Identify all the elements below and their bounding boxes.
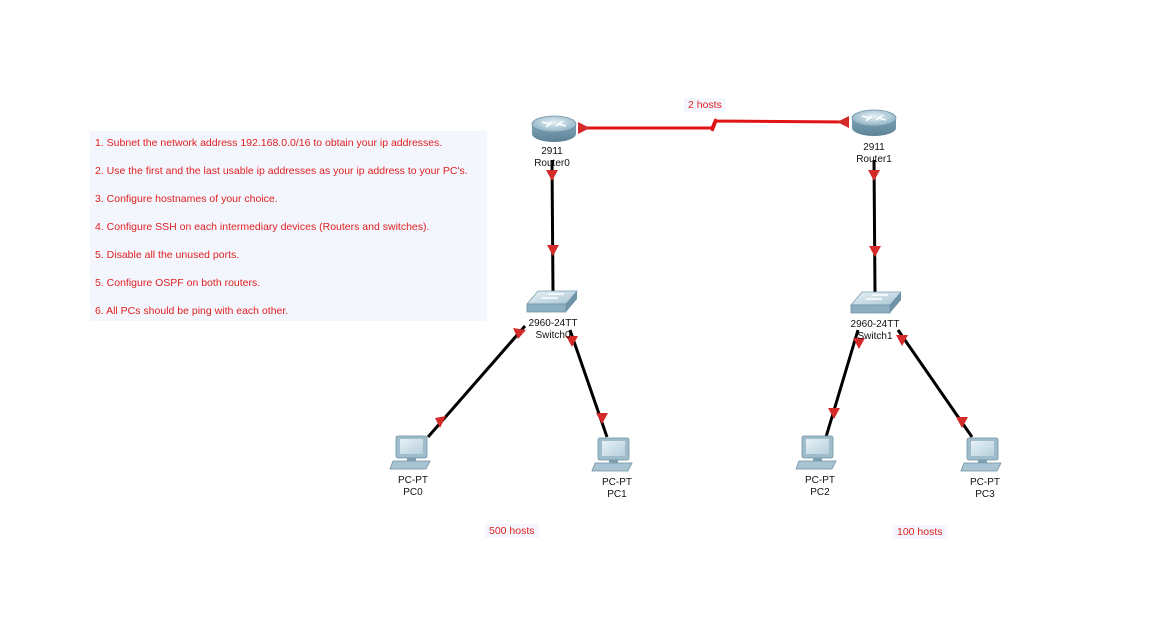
port-marker (868, 170, 880, 181)
instruction-line: 6. All PCs should be ping with each othe… (95, 305, 289, 317)
switch1-name: Switch1 (857, 331, 893, 342)
port-marker (566, 336, 578, 347)
pc0-label: PC-PT PC0 (388, 475, 438, 499)
router1-label: 2911 Router1 (846, 142, 902, 166)
port-marker (956, 417, 968, 428)
wan-hosts-note[interactable]: 2 hosts (684, 98, 726, 112)
pc1-name: PC1 (607, 489, 627, 500)
router0-name: Router0 (534, 158, 570, 169)
port-marker (837, 116, 849, 128)
port-marker (896, 335, 908, 346)
switch0-name: Switch0 (535, 330, 571, 341)
pc3-model: PC-PT (970, 477, 1000, 488)
port-marker (546, 170, 558, 181)
router0-icon[interactable] (531, 115, 577, 142)
switch0-model: 2960-24TT (528, 318, 578, 329)
instruction-line: 4. Configure SSH on each intermediary de… (95, 221, 430, 233)
pc1-label: PC-PT PC1 (592, 477, 642, 501)
link-router1-switch1[interactable] (872, 159, 877, 294)
pc3-name: PC3 (975, 489, 995, 500)
port-marker (578, 122, 590, 134)
pc2-icon[interactable] (795, 435, 837, 470)
switch0-icon[interactable] (526, 290, 578, 313)
port-marker (869, 246, 881, 257)
pc2-label: PC-PT PC2 (795, 475, 845, 499)
port-marker (828, 408, 840, 419)
port-marker (596, 413, 608, 424)
instruction-line: 2. Use the first and the last usable ip … (95, 165, 468, 177)
pc2-model: PC-PT (805, 475, 835, 486)
instruction-line: 1. Subnet the network address 192.168.0.… (95, 137, 443, 149)
pc1-icon[interactable] (591, 437, 633, 472)
instruction-line: 3. Configure hostnames of your choice. (95, 193, 278, 205)
switch1-icon[interactable] (850, 291, 902, 314)
pc0-model: PC-PT (398, 475, 428, 486)
pc0-name: PC0 (403, 487, 423, 498)
port-marker (513, 328, 526, 339)
switch0-label: 2960-24TT Switch0 (518, 318, 588, 342)
link-router0-switch0[interactable] (550, 159, 555, 294)
link-switch1-pc2[interactable] (824, 329, 860, 438)
instructions-note[interactable] (90, 131, 487, 321)
router0-model: 2911 (541, 146, 563, 157)
router1-model: 2911 (863, 142, 885, 153)
pc0-icon[interactable] (389, 435, 431, 470)
switch1-label: 2960-24TT Switch1 (840, 319, 910, 343)
pc3-icon[interactable] (960, 437, 1002, 472)
router1-name: Router1 (856, 154, 892, 165)
router0-label: 2911 Router0 (524, 146, 580, 170)
left-lan-hosts-note[interactable]: 500 hosts (485, 524, 539, 538)
instruction-line: 5. Disable all the unused ports. (95, 249, 240, 261)
pc3-label: PC-PT PC3 (960, 477, 1010, 501)
port-marker (435, 416, 446, 428)
switch1-model: 2960-24TT (850, 319, 900, 330)
router1-icon[interactable] (851, 109, 897, 136)
pc2-name: PC2 (810, 487, 830, 498)
port-markers (435, 116, 968, 428)
pc1-model: PC-PT (602, 477, 632, 488)
port-marker (853, 338, 865, 349)
instruction-line: 5. Configure OSPF on both routers. (95, 277, 261, 289)
link-router0-router1-serial[interactable] (578, 118, 850, 132)
right-lan-hosts-note[interactable]: 100 hosts (893, 525, 947, 539)
port-marker (547, 245, 559, 256)
